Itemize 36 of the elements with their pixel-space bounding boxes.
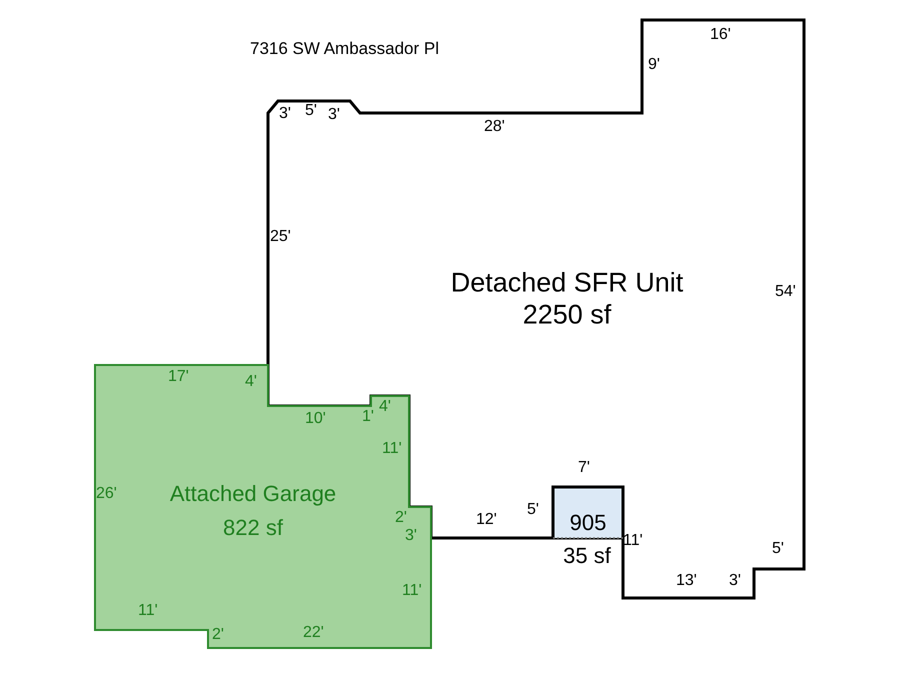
address-title: 7316 SW Ambassador Pl (250, 40, 439, 57)
garage-outline (95, 365, 431, 648)
dimension-label: 13' (676, 573, 697, 589)
dimension-label: 22' (303, 625, 324, 641)
dimension-label: 9' (648, 57, 660, 73)
dimension-label: 28' (484, 119, 505, 135)
dimension-label: 3' (729, 573, 741, 589)
dimension-label: 25' (270, 229, 291, 245)
dimension-label: 11' (138, 603, 158, 619)
dimension-label: 2' (212, 627, 224, 643)
dimension-label: 5' (305, 103, 317, 119)
dimension-label: 17' (168, 369, 189, 385)
area-label: Attached Garage (170, 483, 336, 505)
dimension-label: 11' (382, 441, 402, 457)
dimension-label: 5' (527, 502, 539, 518)
dimension-label: 7' (578, 460, 590, 476)
dimension-label: 4' (379, 399, 391, 415)
dimension-label: 1' (362, 409, 374, 425)
dimension-label: 10' (305, 411, 326, 427)
dimension-label: 4' (245, 374, 257, 390)
area-label: 822 sf (223, 517, 283, 539)
area-label: 2250 sf (522, 302, 612, 328)
dimension-label: 2' (395, 510, 407, 526)
dimension-label: 3' (279, 106, 291, 122)
dimension-label: 11' (623, 533, 643, 549)
dimension-label: 54' (775, 284, 796, 300)
dimension-label: 12' (476, 512, 497, 528)
dimension-label: 3' (328, 107, 340, 123)
dimension-label: 3' (405, 528, 417, 544)
area-label: 905 (570, 512, 606, 534)
dimension-label: 16' (710, 27, 731, 43)
area-label: 35 sf (563, 545, 611, 567)
dimension-label: 5' (772, 541, 784, 557)
dimension-label: 26' (96, 486, 117, 502)
area-label: Detached SFR Unit (450, 270, 684, 296)
dimension-label: 11' (402, 583, 422, 599)
